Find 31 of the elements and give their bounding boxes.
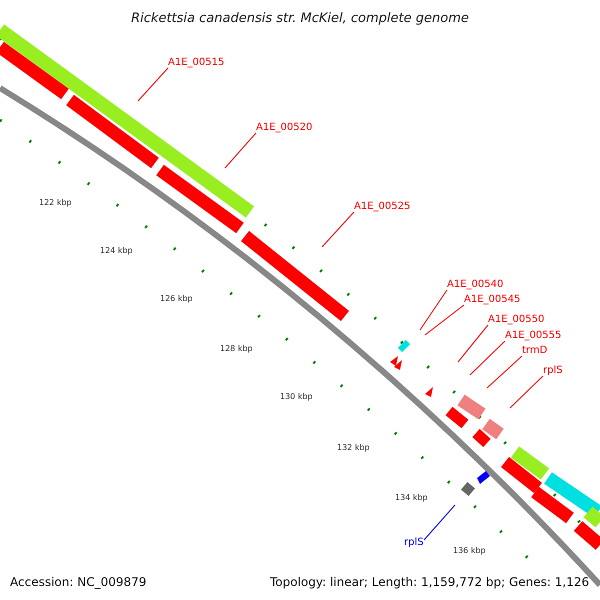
gene-label: A1E_00515 <box>168 58 224 68</box>
leader-line <box>510 376 544 408</box>
gene-label: rplS <box>543 366 563 376</box>
tick-label: 136 kbp <box>453 547 486 555</box>
leader-line <box>470 340 506 376</box>
gene-label: rplS <box>404 538 424 548</box>
gene-label: A1E_00520 <box>256 123 312 133</box>
gene-label: A1E_00555 <box>505 331 562 341</box>
leader-line <box>322 212 354 248</box>
info-text: Accession: NC_009879 <box>10 576 146 588</box>
leader-line <box>420 290 448 330</box>
tick-label: 128 kbp <box>220 345 253 353</box>
tick-label: 134 kbp <box>395 494 428 502</box>
gene-label: A1E_00550 <box>488 315 544 325</box>
tick-label: 132 kbp <box>337 444 370 452</box>
tick-label: 126 kbp <box>160 295 193 303</box>
tick-label: 122 kbp <box>39 199 72 207</box>
leader-line <box>224 132 256 168</box>
leader-line <box>458 324 488 362</box>
leader-line <box>138 68 168 102</box>
gene-label: A1E_00540 <box>447 280 504 290</box>
title: Rickettsia canadensis str. McKiel, complete genome <box>130 12 470 25</box>
info-text: Topology: linear; Length: 1,159,772 bp; Genes: 1,126 <box>270 576 590 588</box>
leader-line <box>424 504 456 540</box>
leader-line <box>486 356 522 388</box>
gene-label: A1E_00525 <box>354 202 410 212</box>
tick-label: 130 kbp <box>280 393 313 401</box>
gene-label: trmD <box>522 346 548 356</box>
gene-label: A1E_00545 <box>464 295 520 305</box>
tick-label: 124 kbp <box>100 247 133 255</box>
leader-line <box>424 304 464 336</box>
